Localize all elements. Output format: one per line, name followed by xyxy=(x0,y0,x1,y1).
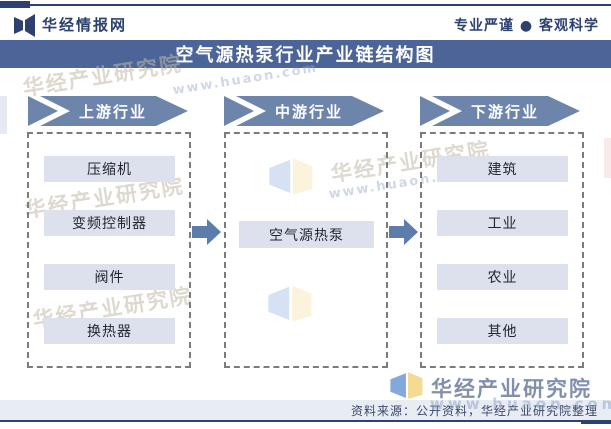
upstream-header-label: 上游行业 xyxy=(78,102,147,121)
downstream-item: 工业 xyxy=(437,210,568,236)
chart-title-bar: 空气源热泵行业产业链结构图 xyxy=(0,40,611,68)
downstream-header-banner: 下游行业 xyxy=(420,96,580,126)
chevron-banner-shape xyxy=(224,96,384,126)
upstream-item: 换热器 xyxy=(44,318,175,344)
midstream-item: 空气源热泵 xyxy=(239,221,374,248)
midstream-header-label: 中游行业 xyxy=(274,102,343,121)
watermark-fragment xyxy=(0,96,7,134)
upstream-group-box: 压缩机 变频控制器 阀件 换热器 xyxy=(27,132,191,368)
huajing-logo-icon xyxy=(14,14,35,37)
top-rule-accent xyxy=(0,1,30,8)
watermark-logo-icon xyxy=(268,285,312,322)
chevron-banner-shape xyxy=(28,96,188,126)
slogan-text: 专业严谨 ● 客观科学 xyxy=(454,18,599,34)
chevron-banner-shape xyxy=(420,96,580,126)
bottom-rule xyxy=(0,420,611,422)
site-name: 华经情报网 xyxy=(42,16,128,34)
upstream-item: 变频控制器 xyxy=(44,210,175,236)
huaon-brand-logo-icon xyxy=(390,372,423,399)
source-note: 资料来源：公开资料，华经产业研究院整理 xyxy=(350,403,598,418)
downstream-item: 建筑 xyxy=(437,156,568,182)
brand-watermark-url: www.huaon.com xyxy=(430,395,611,413)
bottom-rule-accent xyxy=(581,417,611,424)
footer-source-bar: 资料来源：公开资料，华经产业研究院整理 xyxy=(0,400,611,420)
brand-watermark-name: 华经产业研究院 xyxy=(431,377,592,401)
downstream-header-label: 下游行业 xyxy=(470,102,539,121)
downstream-group-box: 建筑 工业 农业 其他 xyxy=(420,132,584,368)
watermark-logo-icon xyxy=(269,158,313,195)
upstream-item: 阀件 xyxy=(44,264,175,290)
flow-arrow-icon xyxy=(389,219,418,245)
upstream-header-banner: 上游行业 xyxy=(28,96,188,126)
midstream-header-banner: 中游行业 xyxy=(224,96,384,126)
midstream-group-box: 空气源热泵 xyxy=(224,132,388,368)
watermark-fragment xyxy=(604,138,611,178)
upstream-item: 压缩机 xyxy=(44,156,175,182)
brand-header: 华经情报网 专业严谨 ● 客观科学 xyxy=(0,10,611,40)
downstream-item: 其他 xyxy=(437,318,568,344)
chart-title: 空气源热泵行业产业链结构图 xyxy=(175,45,436,66)
top-rule xyxy=(0,4,611,6)
flow-arrow-icon xyxy=(192,219,221,245)
downstream-item: 农业 xyxy=(437,264,568,290)
